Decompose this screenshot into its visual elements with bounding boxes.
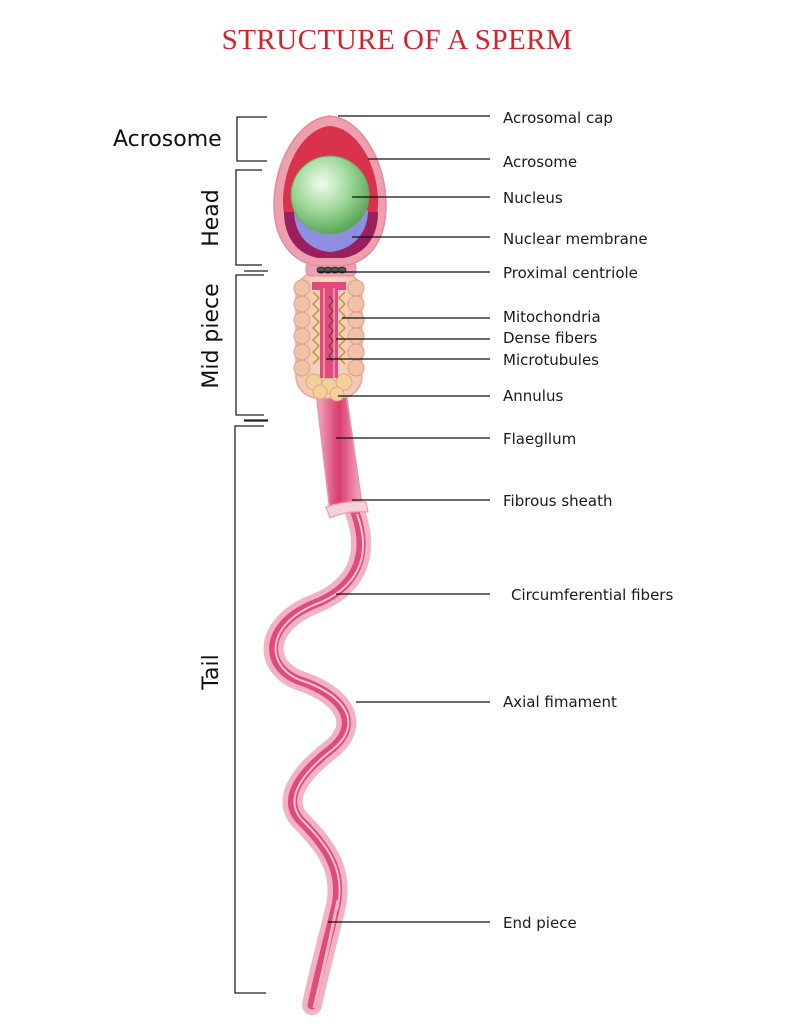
section-label-midpiece: Mid piece [199, 283, 224, 388]
tail-wave-core [269, 507, 366, 1010]
label-annulus: Annulus [503, 387, 563, 405]
leader-lines [318, 115, 490, 923]
fibrous-sheath-ring [325, 500, 369, 519]
axoneme-core [320, 286, 338, 378]
label-dense-fibers: Dense fibers [503, 329, 597, 347]
section-label-tail: Tail [199, 654, 224, 691]
tail-illustration [263, 391, 372, 1015]
flagellum-body [315, 391, 363, 513]
label-axial-filament: Axial fimament [503, 693, 617, 711]
label-acrosome: Acrosome [503, 153, 577, 171]
nucleus-shape [290, 155, 370, 235]
label-nucleus: Nucleus [503, 189, 563, 207]
axoneme-top [312, 282, 346, 290]
label-proximal-centriole: Proximal centriole [503, 264, 638, 282]
midpiece-illustration [293, 271, 365, 402]
label-fibrous-sheath: Fibrous sheath [503, 492, 612, 510]
section-brackets [234, 116, 268, 994]
label-nuclear-membrane: Nuclear membrane [503, 230, 648, 248]
acrosome-bracket [236, 116, 267, 162]
head-bracket [235, 169, 262, 266]
midpiece-bracket [235, 274, 264, 416]
tail-wave-highlight [274, 513, 365, 911]
label-acrosomal-cap: Acrosomal cap [503, 109, 613, 127]
dense-fibers [311, 291, 347, 365]
section-label-acrosome: Acrosome [113, 127, 222, 152]
head-illustration [273, 115, 387, 267]
mitochondria-beads [293, 279, 365, 377]
section-label-head: Head [199, 189, 224, 247]
label-flagellum: Flaegllum [503, 430, 576, 448]
label-circumferential-fibers: Circumferential fibers [511, 586, 673, 604]
annulus-beads [305, 373, 353, 402]
diagram-title: STRUCTURE OF A SPERM [221, 24, 573, 56]
label-end-piece: End piece [503, 914, 577, 932]
end-piece-thread [312, 899, 340, 1009]
label-microtubules: Microtubules [503, 351, 599, 369]
tail-bracket [234, 425, 266, 994]
label-mitochondria: Mitochondria [503, 308, 601, 326]
